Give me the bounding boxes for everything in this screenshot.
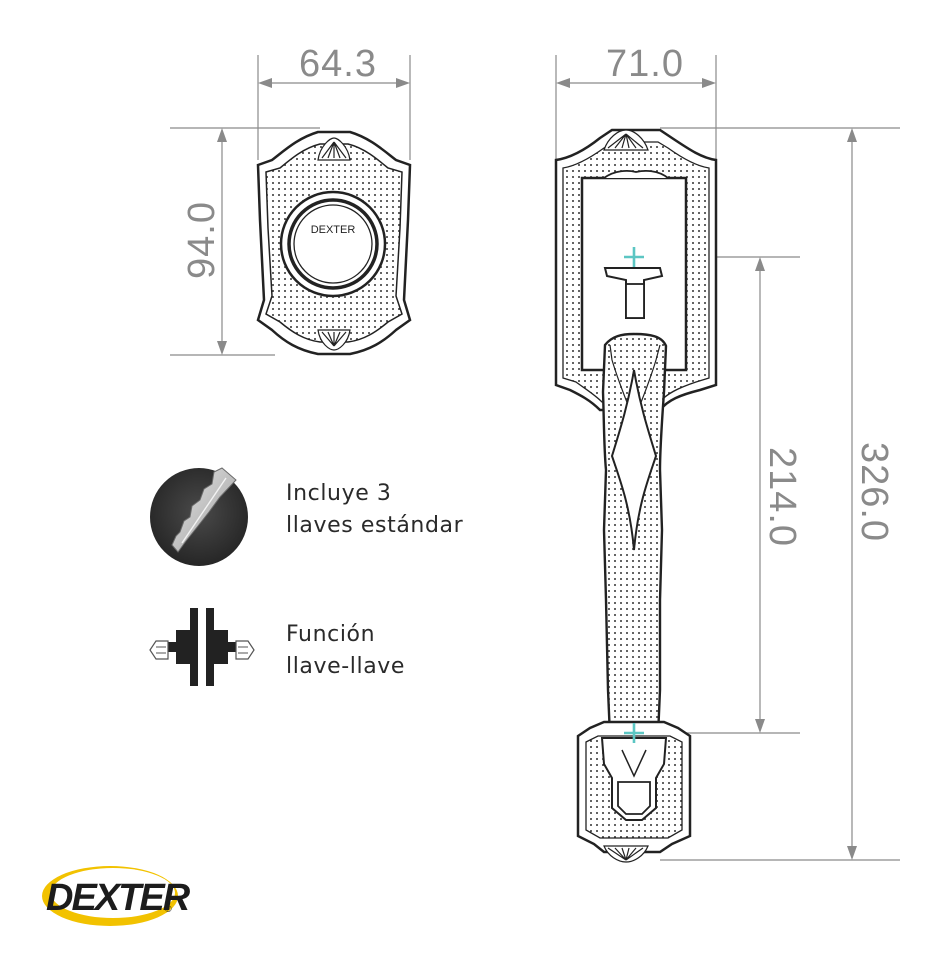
dexter-logo: DEXTER ® bbox=[42, 866, 193, 926]
lower-center-marker bbox=[624, 723, 644, 743]
function-feature-line2: llave-llave bbox=[286, 654, 406, 679]
function-feature-text: Función llave-llave bbox=[286, 619, 405, 683]
key-key-function-icon bbox=[149, 608, 255, 686]
deadbolt-width-label: 64.3 bbox=[299, 43, 377, 85]
center-to-center-label: 214.0 bbox=[761, 447, 803, 547]
handleset-height-label: 326.0 bbox=[853, 442, 895, 542]
dexter-registered-mark: ® bbox=[165, 904, 172, 914]
handleset-dimensions bbox=[555, 55, 900, 861]
upper-center-marker bbox=[624, 247, 644, 267]
deadbolt-drawing: DEXTER bbox=[256, 130, 412, 356]
handleset-width-label: 71.0 bbox=[606, 43, 684, 85]
deadbolt-brand-label: DEXTER bbox=[311, 224, 356, 236]
bottom-plate-ornament bbox=[603, 845, 649, 863]
deadbolt-height-label: 94.0 bbox=[181, 201, 223, 279]
bottom-shell-ornament bbox=[317, 329, 351, 351]
function-feature-line1: Función bbox=[286, 622, 376, 647]
keys-feature-line2: llaves estándar bbox=[286, 513, 464, 538]
handleset-drawing bbox=[554, 128, 718, 863]
key-icon bbox=[150, 467, 248, 566]
top-plate-ornament bbox=[603, 129, 649, 151]
top-shell-ornament bbox=[317, 137, 351, 161]
keys-feature-line1: Incluye 3 bbox=[286, 481, 392, 506]
deadbolt-dimensions bbox=[170, 55, 411, 356]
keys-feature-text: Incluye 3 llaves estándar bbox=[286, 478, 463, 542]
dexter-logo-text: DEXTER bbox=[46, 877, 191, 919]
